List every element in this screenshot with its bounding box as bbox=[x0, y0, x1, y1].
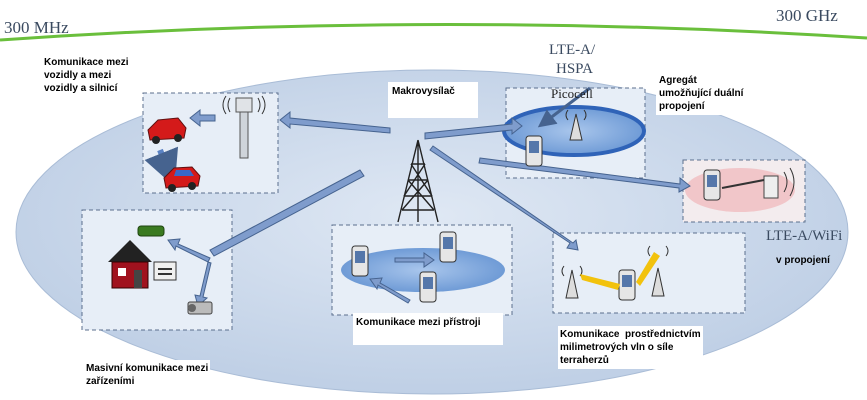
phone-icon bbox=[525, 135, 543, 167]
d2d-zone bbox=[341, 248, 505, 292]
roadside-antenna-icon bbox=[222, 95, 266, 159]
car-icon bbox=[163, 166, 201, 192]
phone-icon bbox=[351, 245, 369, 277]
car-icon bbox=[147, 117, 187, 144]
aggregate-label-line: Agregát bbox=[659, 75, 697, 86]
v2x-group bbox=[142, 92, 279, 194]
arrow-macro-to-mmwave bbox=[429, 145, 579, 251]
spectrum-low-label: 300 MHz bbox=[4, 18, 69, 37]
arrow-d2d-right bbox=[394, 252, 435, 268]
d2d-label: Komunikace mezi přístroji bbox=[353, 313, 503, 345]
macro-label: Makrovysílač bbox=[388, 82, 478, 118]
lte-hspa-label-1: LTE-A/ bbox=[549, 42, 596, 58]
arrow-macro-to-picocell bbox=[424, 116, 523, 140]
massive-label: Masivní komunikace mezi zařízeními bbox=[84, 360, 211, 390]
arrow-v2x-car-down bbox=[144, 146, 179, 187]
mmwave-beam bbox=[636, 252, 660, 286]
small-cell-icon bbox=[647, 245, 669, 297]
aggregate-label: Agregát umožňující duální propojení bbox=[656, 72, 747, 115]
massive-label-line: Masivní komunikace mezi bbox=[86, 363, 209, 374]
mmwave-label-line: milimetrových vln o síle bbox=[560, 342, 674, 353]
mmwave-group bbox=[552, 232, 746, 314]
phone-icon bbox=[703, 169, 721, 201]
macro-tower-icon bbox=[397, 139, 439, 223]
phone-icon bbox=[419, 271, 437, 303]
wifi-access-point-icon bbox=[721, 167, 795, 199]
mmwave-label: Komunikace prostřednictvím milimetrových… bbox=[558, 326, 703, 369]
mmwave-label-line: terraherzů bbox=[560, 355, 609, 366]
arrow-massive-left bbox=[167, 238, 211, 263]
arrow-macro-to-massive bbox=[209, 169, 365, 257]
phone-icon bbox=[439, 231, 457, 263]
massive-label-line: zařízeními bbox=[86, 376, 135, 387]
house-icon bbox=[108, 240, 152, 289]
arrow-macro-to-v2x bbox=[279, 110, 391, 134]
connection-label: v propojení bbox=[776, 255, 830, 266]
battery-icon bbox=[137, 225, 165, 237]
picocell-label: Picocell bbox=[551, 86, 593, 101]
camera-icon bbox=[187, 301, 213, 315]
v2x-label-line: vozidly a silnicí bbox=[44, 83, 118, 94]
aggregate-label-line: umožňující duální bbox=[659, 88, 744, 99]
printer-icon bbox=[153, 261, 177, 281]
aggregate-label-line: propojení bbox=[659, 101, 705, 112]
mmwave-label-line: Komunikace prostřednictvím bbox=[560, 329, 701, 340]
spectrum-line bbox=[0, 22, 867, 42]
arrow-v2x-left bbox=[189, 108, 216, 128]
lte-wifi-label: LTE-A/WiFi bbox=[766, 228, 843, 244]
v2x-label: Komunikace mezi vozidly a mezi vozidly a… bbox=[44, 56, 128, 95]
phone-icon bbox=[618, 269, 636, 301]
small-cell-icon bbox=[565, 109, 587, 141]
lte-hspa-label-2: HSPA bbox=[556, 61, 593, 77]
v2x-label-line: vozidly a mezi bbox=[44, 70, 112, 81]
mmwave-beam bbox=[580, 274, 620, 290]
v2x-label-line: Komunikace mezi bbox=[44, 57, 129, 68]
arrow-pico-in bbox=[537, 86, 591, 128]
arrow-d2d-left bbox=[369, 277, 411, 304]
spectrum-high-label: 300 GHz bbox=[776, 6, 838, 25]
